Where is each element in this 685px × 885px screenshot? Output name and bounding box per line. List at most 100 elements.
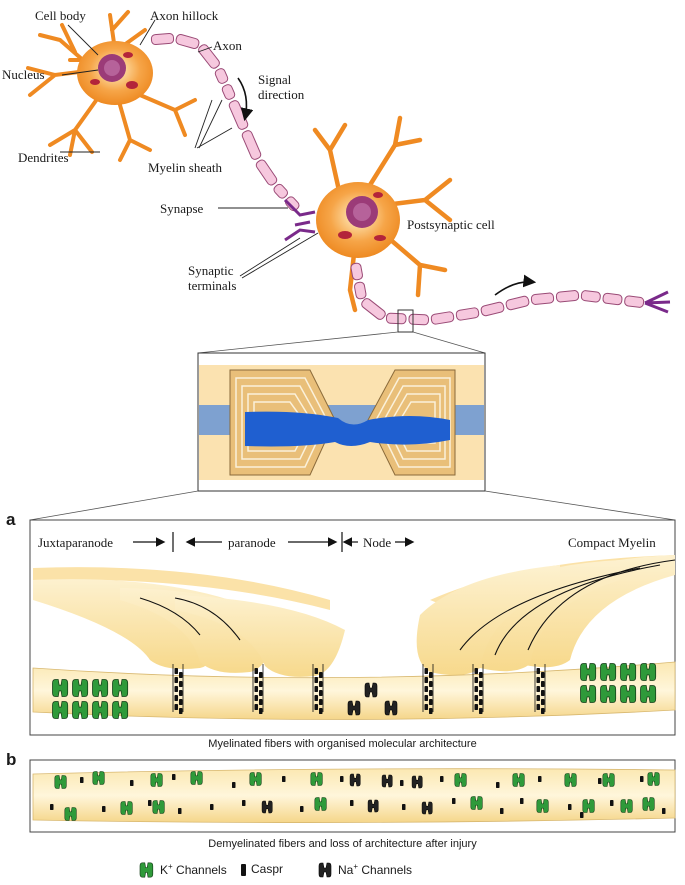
caspr-mark bbox=[429, 672, 433, 678]
zoom-box bbox=[397, 309, 414, 333]
caspr-mark bbox=[254, 704, 258, 710]
legend-caspr: Caspr bbox=[251, 862, 284, 876]
caspr-mark bbox=[424, 704, 428, 710]
caspr-mark bbox=[479, 690, 483, 696]
caspr-mark bbox=[536, 695, 540, 701]
caspr-mark bbox=[662, 808, 666, 814]
caspr-mark bbox=[474, 686, 478, 692]
caspr-mark bbox=[520, 798, 524, 804]
caspr-mark bbox=[479, 672, 483, 678]
caspr-mark bbox=[259, 672, 263, 678]
caspr-mark bbox=[536, 668, 540, 674]
myelin-segment bbox=[221, 84, 236, 100]
caspr-mark bbox=[319, 699, 323, 705]
caspr-mark bbox=[350, 800, 354, 806]
caspr-mark bbox=[429, 699, 433, 705]
dendrites bbox=[26, 10, 197, 162]
caspr-mark bbox=[254, 686, 258, 692]
caspr-mark bbox=[179, 699, 183, 705]
label-juxtaparanode: Juxtaparanode bbox=[38, 535, 114, 550]
caspr-mark bbox=[474, 677, 478, 683]
caspr-mark bbox=[232, 782, 236, 788]
caspr-mark bbox=[598, 778, 602, 784]
caspr-mark bbox=[400, 780, 404, 786]
axon-1-myelin bbox=[150, 32, 300, 212]
caspr-mark bbox=[174, 686, 178, 692]
caspr-mark bbox=[319, 672, 323, 678]
label-axon: Axon bbox=[213, 38, 242, 53]
zoomed-node-of-ranvier bbox=[197, 352, 486, 492]
axon-2-myelin bbox=[350, 262, 645, 326]
caspr-mark bbox=[440, 776, 444, 782]
caspr-mark bbox=[179, 672, 183, 678]
myelin-segment bbox=[241, 130, 262, 160]
myelin-segment bbox=[354, 281, 367, 300]
legend bbox=[139, 862, 332, 878]
label-dendrites: Dendrites bbox=[18, 150, 69, 165]
myelin-segment bbox=[530, 292, 555, 305]
label-terminals: terminals bbox=[188, 278, 237, 293]
legend-na-suffix: Channels bbox=[358, 863, 413, 877]
caspr-mark bbox=[210, 804, 214, 810]
myelin-segment bbox=[255, 159, 278, 186]
caspr-mark bbox=[319, 690, 323, 696]
caspr-mark bbox=[179, 681, 183, 687]
caspr-mark bbox=[314, 695, 318, 701]
caspr-mark bbox=[496, 782, 500, 788]
caspr-mark bbox=[300, 806, 304, 812]
postsynaptic-neuron bbox=[283, 115, 453, 313]
legend-na-sup: + bbox=[353, 862, 359, 871]
caspr-mark bbox=[479, 708, 483, 714]
signal-direction-arrow-2 bbox=[494, 274, 537, 296]
myelin-segment bbox=[408, 313, 430, 326]
legend-k-text: K bbox=[160, 863, 169, 877]
signal-direction-arrow bbox=[237, 77, 254, 122]
label-postsynaptic-cell: Postsynaptic cell bbox=[407, 217, 495, 232]
caspr-mark bbox=[179, 708, 183, 714]
caspr-mark bbox=[429, 690, 433, 696]
myelin-segment bbox=[580, 290, 601, 303]
panel-b-letter: b bbox=[6, 750, 17, 769]
caspr-mark bbox=[402, 804, 406, 810]
caspr-mark bbox=[174, 668, 178, 674]
caspr-mark bbox=[314, 668, 318, 674]
caspr-mark bbox=[541, 681, 545, 687]
legend-k-channels: K+ Channels bbox=[160, 862, 227, 877]
caspr-mark bbox=[172, 774, 176, 780]
caspr-mark bbox=[479, 699, 483, 705]
myelin-segment bbox=[350, 262, 363, 281]
label-direction: direction bbox=[258, 87, 305, 102]
caspr-mark bbox=[538, 776, 542, 782]
myelin-segment bbox=[175, 34, 200, 49]
caspr-mark bbox=[314, 677, 318, 683]
caspr-mark bbox=[541, 690, 545, 696]
legend-k-suffix: Channels bbox=[172, 863, 227, 877]
legend-na-text: Na bbox=[338, 863, 354, 877]
na-channel-legend-icon bbox=[318, 862, 332, 878]
presynaptic-neuron bbox=[26, 10, 197, 162]
caspr-mark bbox=[479, 681, 483, 687]
legend-na-channels: Na+ Channels bbox=[338, 862, 412, 877]
caspr-legend-icon bbox=[241, 864, 246, 876]
caspr-mark bbox=[429, 708, 433, 714]
legend-k-sup: + bbox=[168, 862, 173, 871]
panel-a bbox=[29, 519, 676, 736]
caspr-mark bbox=[541, 672, 545, 678]
caspr-mark bbox=[568, 804, 572, 810]
caspr-mark bbox=[541, 708, 545, 714]
caspr-mark bbox=[424, 695, 428, 701]
myelin-segment bbox=[198, 44, 220, 69]
caspr-mark bbox=[174, 695, 178, 701]
caspr-mark bbox=[130, 780, 134, 786]
left-paranode-loops bbox=[33, 579, 345, 677]
caspr-mark bbox=[474, 695, 478, 701]
myelin-segment bbox=[385, 312, 407, 325]
label-cell-body: Cell body bbox=[35, 8, 86, 23]
myelin-segment bbox=[214, 68, 229, 84]
caspr-mark bbox=[474, 704, 478, 710]
myelin-segment bbox=[150, 32, 175, 46]
caspr-mark bbox=[610, 800, 614, 806]
myelin-segment bbox=[505, 295, 530, 311]
caspr-mark bbox=[424, 686, 428, 692]
